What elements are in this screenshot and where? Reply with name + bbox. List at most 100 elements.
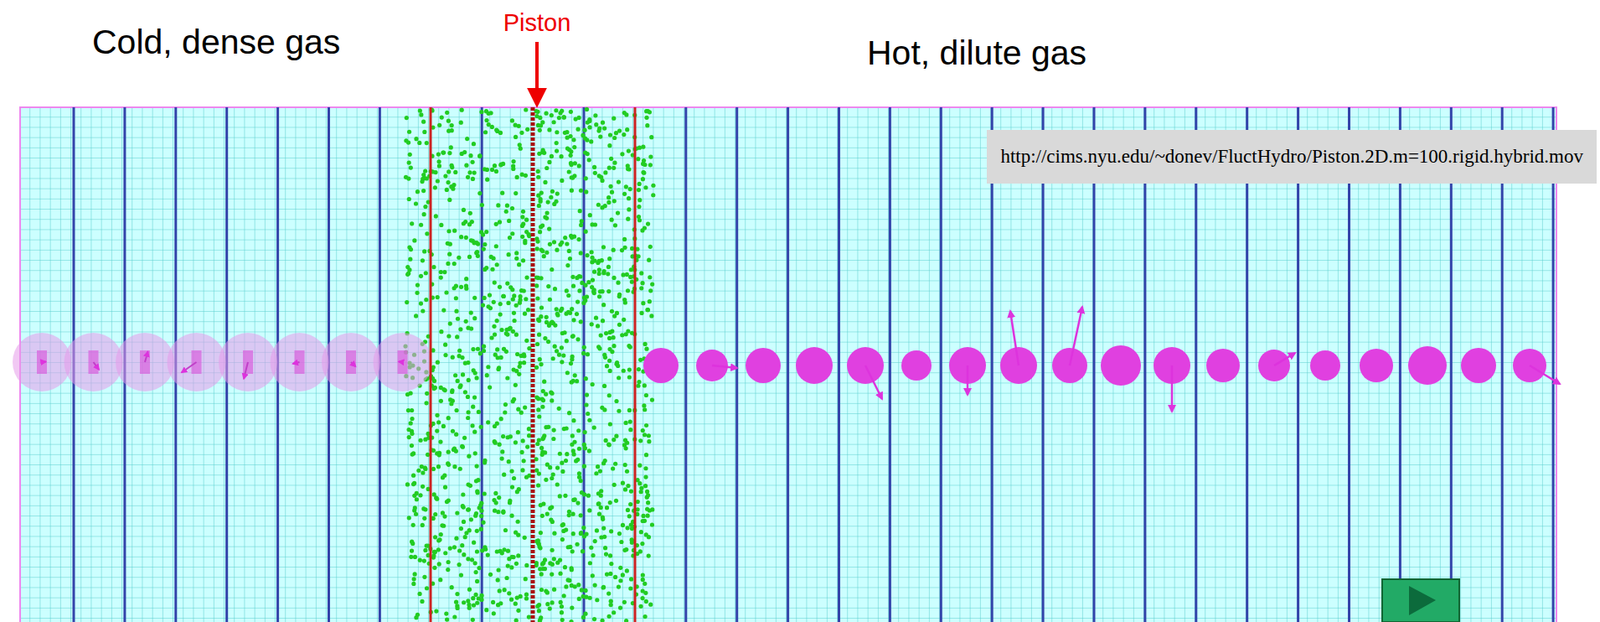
particle [536, 203, 542, 208]
particle [588, 212, 593, 217]
particle [407, 129, 412, 135]
particle [431, 448, 436, 453]
particle [455, 316, 460, 321]
particle [554, 247, 559, 253]
particle [454, 407, 459, 413]
particle [572, 583, 578, 589]
particle [585, 351, 590, 357]
particle [617, 322, 622, 327]
particle [580, 133, 585, 138]
particle [526, 433, 532, 438]
particle [414, 290, 419, 295]
particle [452, 544, 457, 549]
particle [597, 267, 602, 272]
particle [523, 296, 528, 301]
particle [482, 490, 487, 496]
particle [490, 167, 495, 172]
particle [597, 258, 602, 264]
particle [557, 493, 563, 498]
particle [562, 114, 567, 119]
particle [566, 544, 571, 549]
particle [540, 396, 545, 401]
particle [454, 432, 459, 437]
particle [578, 478, 584, 483]
particle [614, 398, 619, 403]
particle [476, 409, 481, 414]
particle [458, 384, 463, 389]
particle [541, 148, 546, 153]
particle [614, 498, 619, 503]
particle [642, 581, 647, 586]
particle [474, 463, 480, 468]
particle [411, 481, 416, 486]
particle [472, 295, 477, 300]
particle [570, 354, 575, 359]
particle [458, 466, 463, 471]
particle [500, 294, 506, 299]
particle [538, 530, 543, 535]
particle [495, 548, 500, 553]
particle [470, 404, 475, 409]
particle [459, 542, 465, 548]
particle [536, 175, 541, 180]
particle [649, 134, 654, 140]
particle [607, 165, 612, 171]
hot-particle [1359, 348, 1394, 382]
particle [644, 598, 649, 604]
particle [437, 123, 442, 128]
particle [489, 335, 494, 340]
particle [596, 500, 601, 506]
particle [495, 202, 501, 207]
particle [548, 320, 553, 326]
particle [507, 235, 512, 240]
particle [461, 519, 466, 524]
particle [473, 450, 478, 455]
particle [635, 383, 640, 388]
particle [432, 491, 437, 496]
particle [510, 206, 515, 211]
particle [444, 187, 450, 192]
particle [466, 377, 471, 382]
particle [614, 433, 619, 439]
particle [638, 548, 643, 553]
particle [467, 254, 472, 259]
particle [565, 135, 570, 140]
particle [453, 372, 458, 377]
particle [431, 466, 436, 471]
particle [622, 110, 627, 115]
particle [561, 353, 566, 358]
particle [545, 589, 550, 594]
particle [569, 567, 574, 572]
particle [432, 378, 437, 383]
particle [644, 392, 649, 398]
particle [622, 191, 627, 197]
particle [645, 513, 651, 518]
particle [577, 596, 582, 601]
particle [557, 557, 563, 563]
particle [559, 178, 564, 183]
particle [425, 452, 430, 457]
particle [418, 273, 424, 279]
particle [584, 137, 589, 142]
particle [492, 331, 497, 336]
particle [593, 538, 598, 543]
hot-particles [643, 306, 1560, 412]
particle [502, 409, 507, 414]
particle [588, 545, 594, 550]
particle [510, 231, 515, 236]
particle [574, 378, 579, 383]
particle [589, 321, 594, 326]
particle [552, 428, 557, 433]
particle [515, 175, 520, 180]
particle [422, 558, 427, 563]
particle [513, 601, 518, 606]
particle [569, 235, 574, 240]
particle [506, 218, 511, 223]
piston-line [531, 107, 536, 622]
particle [558, 154, 563, 159]
particle [499, 416, 504, 421]
particle [524, 275, 529, 280]
particle [620, 572, 625, 577]
particle [548, 516, 553, 522]
particle [505, 280, 510, 285]
